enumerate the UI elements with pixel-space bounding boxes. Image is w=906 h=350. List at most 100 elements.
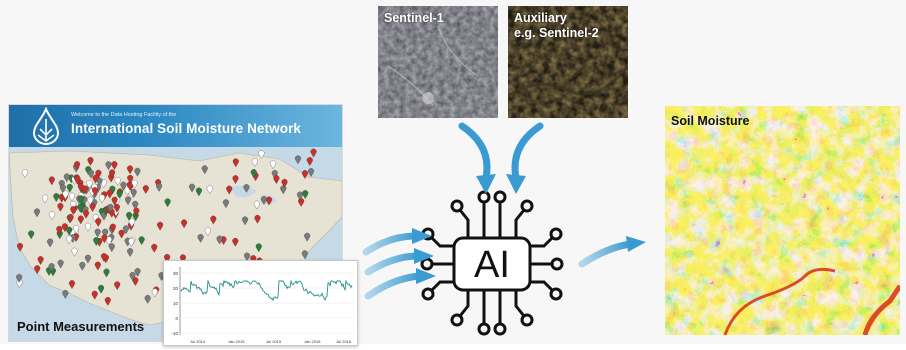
station-marker (189, 183, 195, 193)
station-marker (106, 189, 113, 199)
x-tick-label: Jul 2014 (190, 339, 206, 344)
station-marker (180, 254, 186, 264)
station-marker (59, 184, 66, 194)
station-marker (223, 199, 229, 209)
station-marker (99, 194, 105, 204)
timeseries-y-axis: 30 20 10 0 -10 (171, 267, 181, 336)
curved-arrow-icon (458, 122, 544, 194)
station-marker (94, 261, 101, 271)
station-marker (92, 174, 99, 184)
x-tick-label: Jul 2015 (266, 339, 282, 344)
station-marker (128, 218, 135, 228)
station-marker (130, 189, 137, 198)
station-marker (250, 169, 257, 178)
station-marker (204, 227, 211, 237)
station-marker (94, 228, 101, 238)
y-tick-label: 10 (173, 301, 179, 306)
station-marker (66, 184, 73, 193)
station-marker (132, 201, 139, 210)
station-marker (308, 168, 315, 177)
station-marker (70, 201, 77, 210)
station-marker (255, 243, 262, 253)
station-marker (68, 192, 75, 202)
station-marker (84, 223, 91, 232)
station-marker (86, 180, 93, 189)
station-marker (206, 185, 213, 195)
station-marker (87, 157, 94, 166)
station-marker (69, 280, 75, 289)
station-marker (197, 234, 204, 243)
station-marker (87, 196, 94, 206)
station-marker (310, 148, 317, 158)
station-marker (108, 243, 115, 253)
station-marker (142, 185, 149, 194)
station-marker (226, 185, 233, 195)
y-tick-label: 30 (173, 271, 179, 276)
station-marker (232, 238, 239, 247)
station-marker (270, 160, 276, 170)
station-marker (66, 235, 73, 245)
station-marker (74, 161, 81, 170)
station-marker (295, 155, 301, 165)
station-marker (126, 212, 133, 221)
station-marker (101, 234, 108, 244)
sentinel1-image: Sentinel-1 (378, 6, 498, 118)
station-marker (216, 235, 223, 245)
station-marker (134, 167, 141, 177)
station-marker (71, 247, 78, 257)
station-marker (62, 290, 69, 299)
station-marker (66, 226, 73, 236)
station-marker (102, 228, 109, 238)
station-marker (273, 175, 280, 184)
station-marker (88, 169, 94, 179)
station-marker (91, 290, 98, 300)
station-marker (210, 215, 217, 225)
soil-moisture-series (180, 279, 353, 302)
point-measurements-label: Point Measurements (17, 319, 145, 334)
station-marker (128, 238, 135, 247)
station-marker (78, 195, 85, 205)
station-marker (251, 158, 258, 167)
station-marker (48, 263, 55, 272)
y-tick-label: -10 (171, 331, 178, 336)
station-marker (111, 196, 118, 206)
station-marker (103, 268, 110, 278)
ismn-title: International Soil Moisture Network (71, 121, 302, 136)
station-marker (105, 236, 112, 246)
x-tick-label: Jan 2015 (228, 339, 245, 344)
sentinel1-label: Sentinel-1 (384, 11, 444, 25)
y-tick-label: 0 (175, 316, 178, 321)
station-marker (104, 297, 111, 306)
soil-moisture-map: Soil Moisture (665, 106, 900, 335)
station-marker (254, 215, 261, 224)
station-marker (74, 175, 81, 185)
station-marker (83, 210, 90, 219)
station-marker (127, 248, 134, 257)
y-tick-label: 20 (173, 286, 179, 291)
circuit-chip-icon: AI (420, 190, 564, 336)
station-marker (144, 295, 151, 304)
water-drop-icon (32, 107, 60, 145)
station-marker (85, 254, 91, 264)
station-marker (81, 185, 88, 195)
station-marker (201, 165, 208, 175)
soil-moisture-label: Soil Moisture (671, 114, 750, 128)
station-marker (34, 265, 41, 275)
station-marker (127, 165, 133, 175)
station-marker (77, 215, 84, 225)
station-marker (107, 204, 114, 213)
station-marker (297, 191, 303, 201)
station-marker (151, 288, 158, 298)
station-marker (306, 157, 313, 166)
station-marker (109, 223, 116, 233)
station-marker (114, 281, 121, 291)
station-marker (28, 230, 35, 240)
station-marker (266, 196, 272, 206)
station-marker (258, 150, 265, 159)
station-marker (48, 211, 55, 221)
station-marker (181, 219, 188, 229)
station-marker (16, 274, 23, 283)
station-marker (164, 198, 171, 208)
station-marker (105, 161, 112, 170)
